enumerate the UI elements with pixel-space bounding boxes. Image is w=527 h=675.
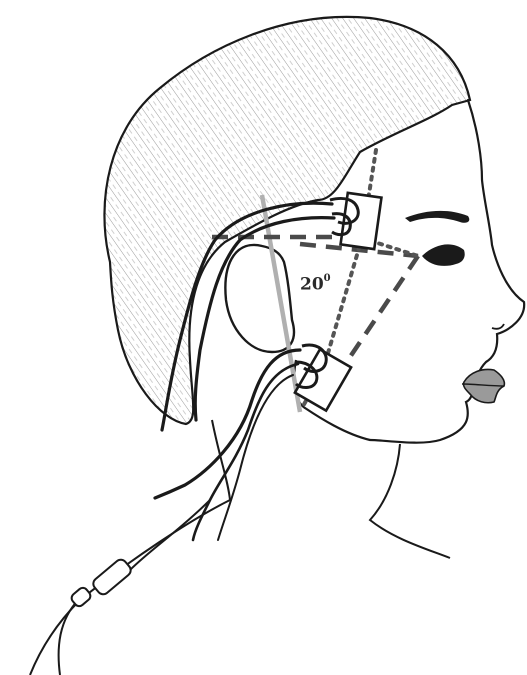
upper-electrode — [330, 193, 381, 249]
face-profile — [370, 100, 524, 443]
ear — [225, 245, 294, 352]
eye — [422, 244, 465, 266]
neck-front — [370, 444, 450, 558]
angle-unit: 0 — [324, 273, 331, 284]
angle-value: 20 — [300, 275, 324, 295]
eyebrow — [405, 211, 469, 223]
cable-connector — [70, 557, 133, 608]
nostril — [492, 324, 504, 329]
angle-label: 200 — [300, 276, 331, 294]
lower-electrode — [295, 345, 351, 411]
